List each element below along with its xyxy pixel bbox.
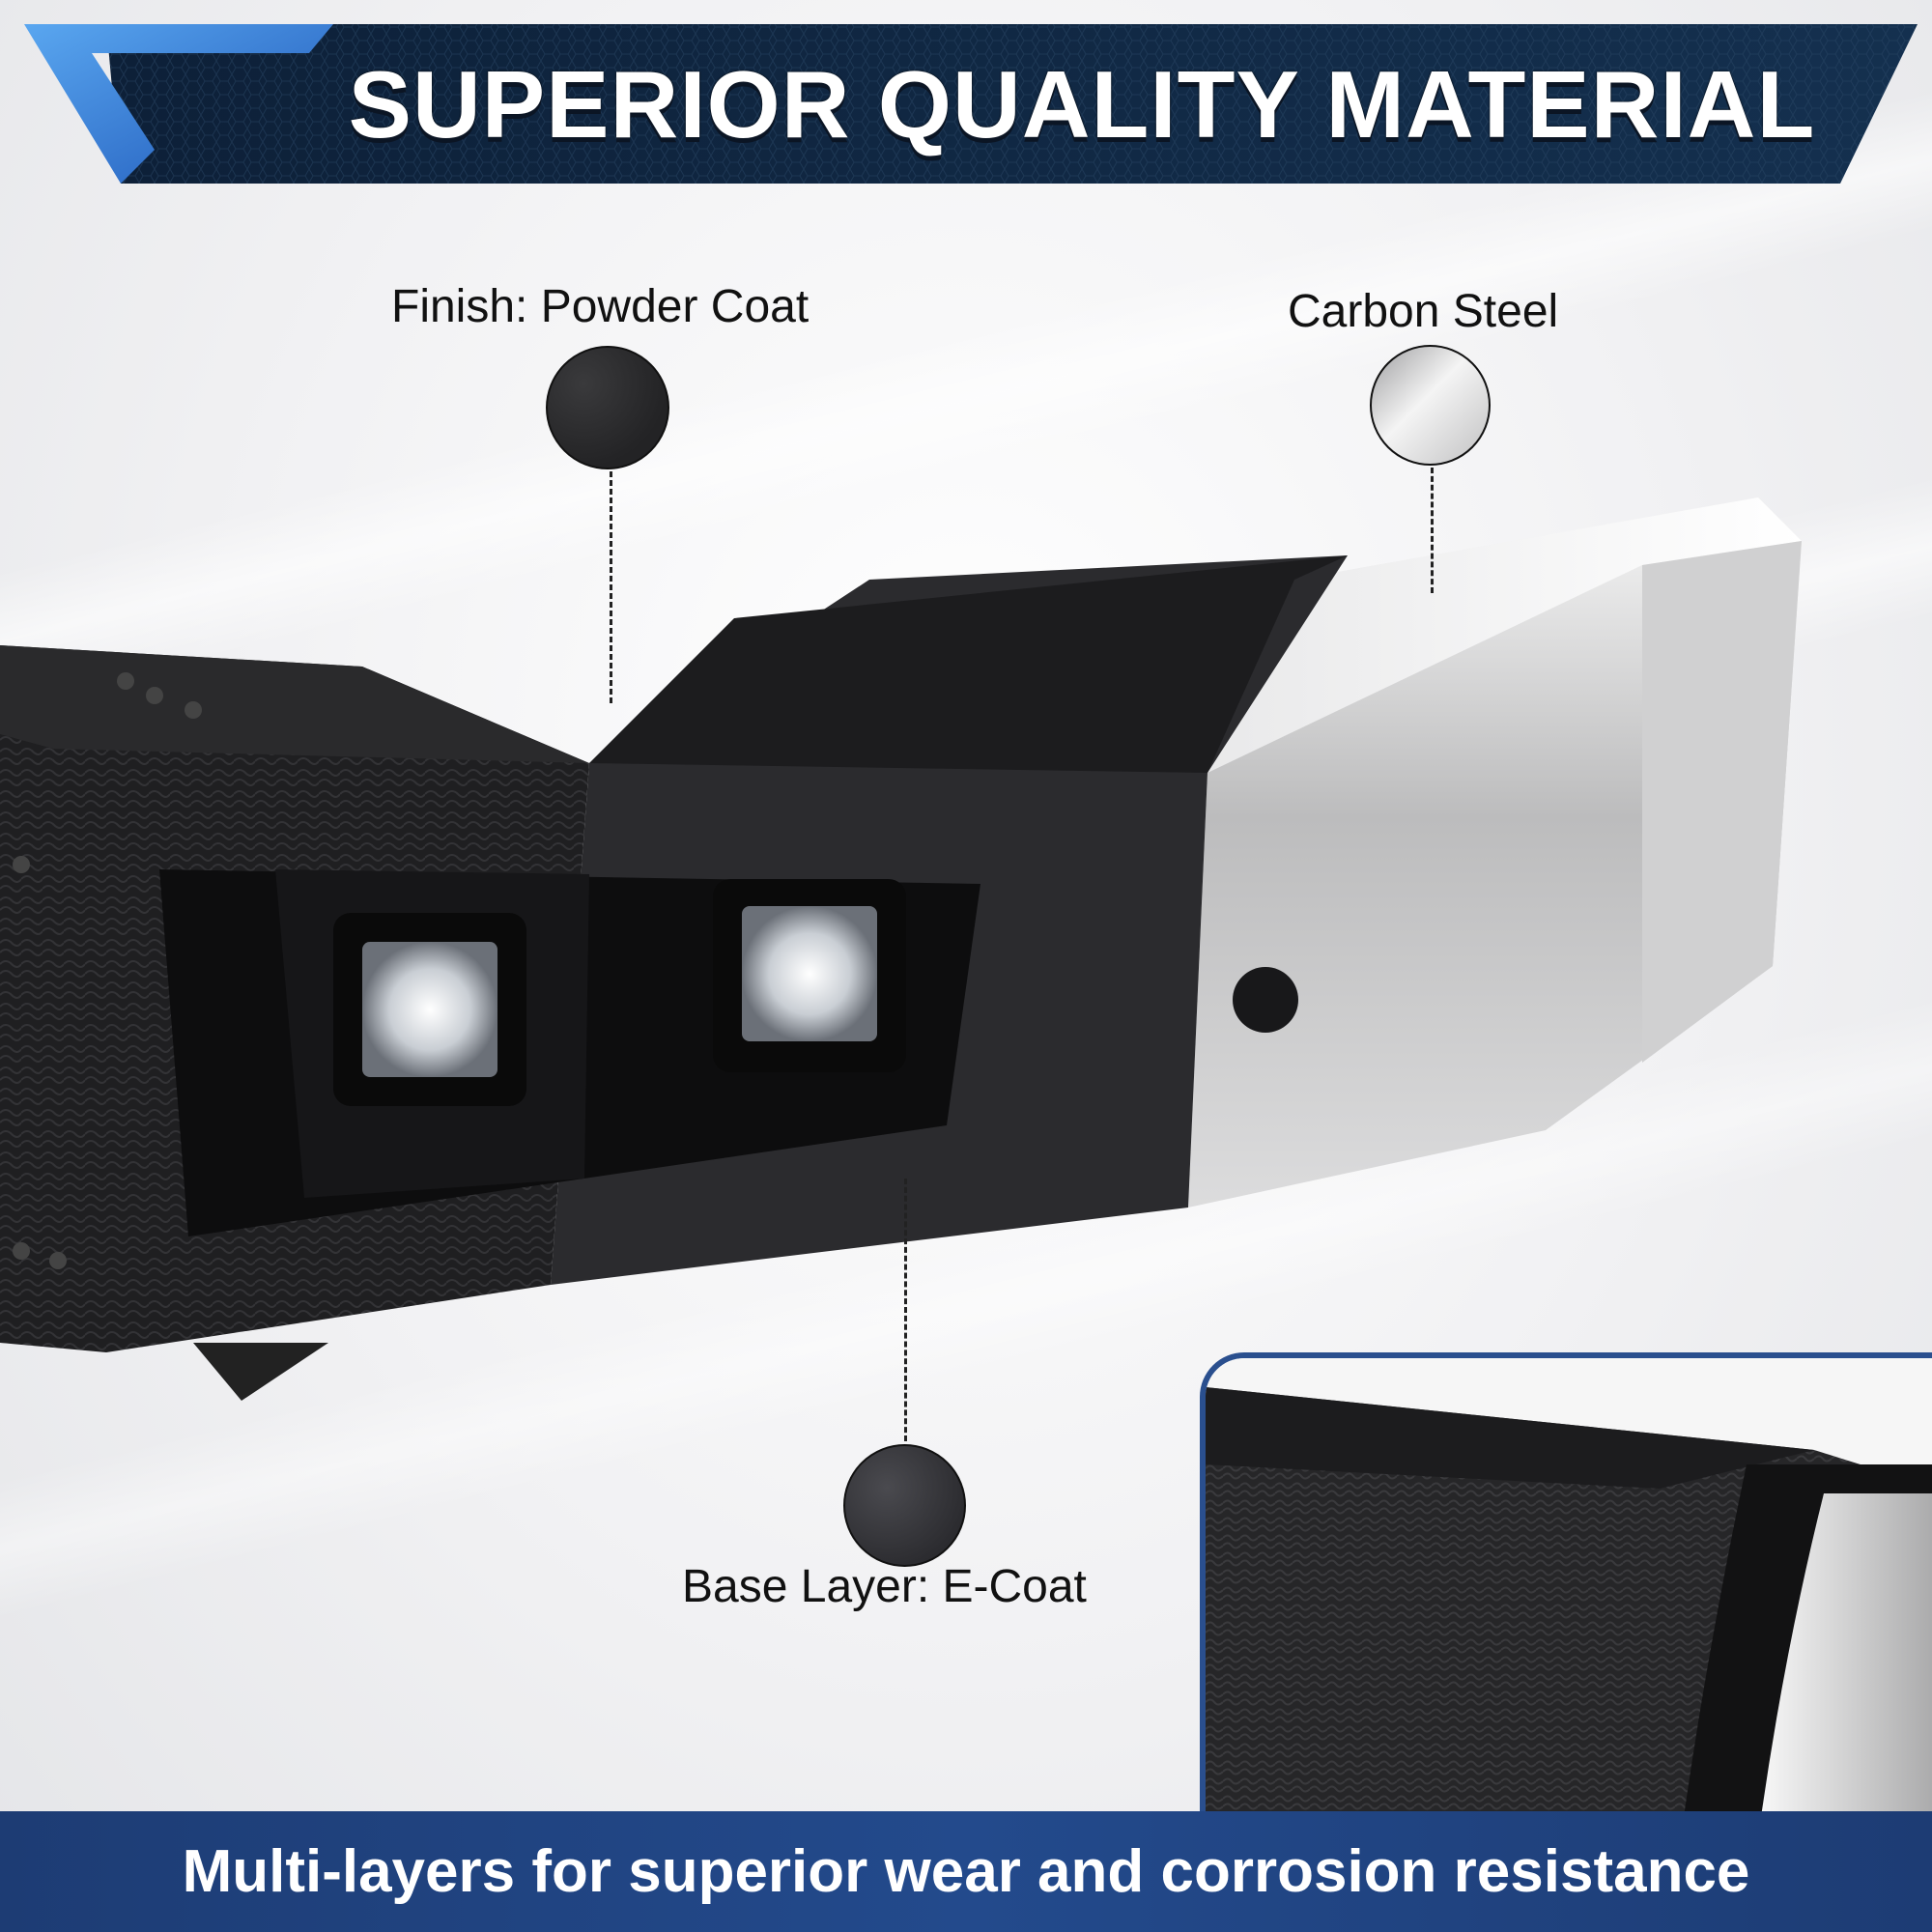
callout-line-e-coat <box>904 1179 907 1441</box>
e-coat-swatch <box>843 1444 966 1567</box>
callout-label-carbon-steel: Carbon Steel <box>1288 286 1559 337</box>
callout-label-powder-coat: Finish: Powder Coat <box>391 281 810 332</box>
bolt-hole <box>1233 967 1298 1033</box>
carbon-steel-swatch <box>1370 345 1491 466</box>
footer-tagline: Multi-layers for superior wear and corro… <box>182 1838 1750 1905</box>
header-banner-shape <box>24 24 1918 184</box>
callout-label-e-coat: Base Layer: E-Coat <box>682 1561 1087 1612</box>
powder-coat-swatch <box>546 346 669 469</box>
header-banner: SUPERIOR QUALITY MATERIAL <box>0 0 1932 193</box>
callout-line-powder-coat <box>610 471 612 703</box>
detail-inset-image <box>1206 1358 1932 1811</box>
footer-banner: Multi-layers for superior wear and corro… <box>0 1811 1932 1932</box>
detail-inset <box>1200 1352 1932 1811</box>
page-title: SUPERIOR QUALITY MATERIAL <box>348 51 1816 157</box>
callout-line-carbon-steel <box>1431 468 1434 593</box>
